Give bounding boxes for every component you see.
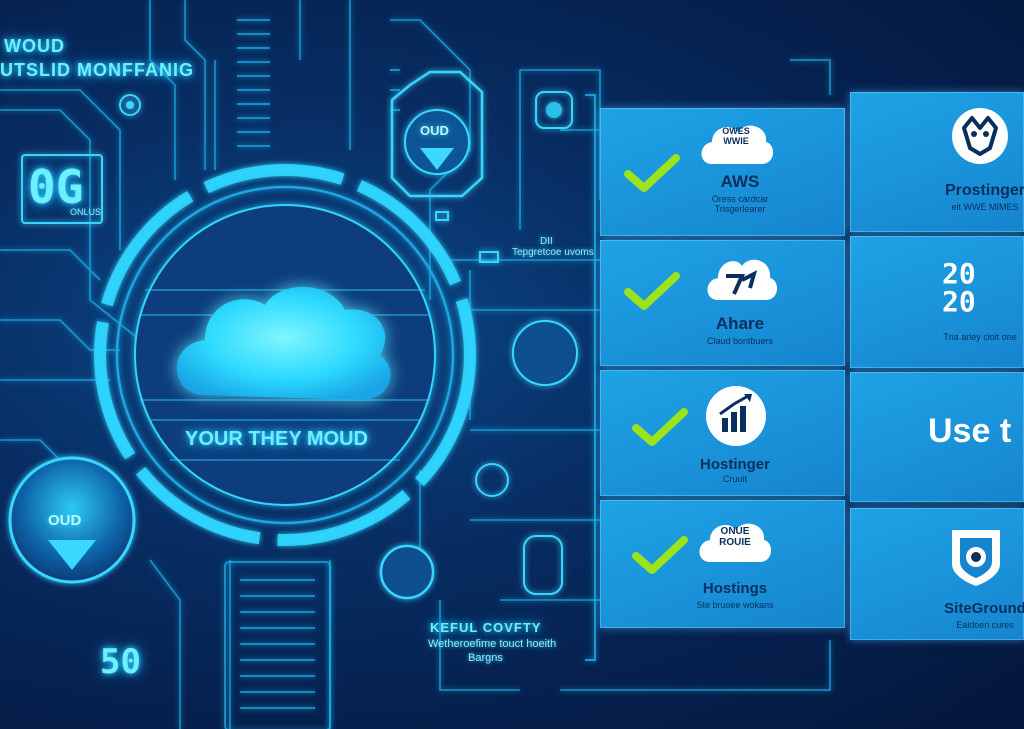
provider-subtitle: eit WWE MIMES bbox=[951, 202, 1019, 212]
center-small-label-b: Tepgretcoe uvoms bbox=[512, 247, 594, 258]
provider-subtitle: Oress cardcar Trisgerlearer bbox=[711, 194, 769, 214]
center-small-label-a: DII bbox=[540, 236, 553, 247]
hostings-logo-text: ONUE ROUIE bbox=[719, 526, 751, 548]
cloud-logo-icon bbox=[701, 125, 774, 164]
checkmark-icon bbox=[632, 536, 688, 574]
provider-subtitle: Ste bruoee wokans bbox=[696, 600, 774, 610]
shield-logo-icon bbox=[952, 530, 1000, 586]
provider-name: Prostinger bbox=[944, 182, 1024, 199]
provider-name: AWS bbox=[720, 172, 760, 191]
top-badge-label: OUD bbox=[420, 123, 449, 138]
header-line-1: WOUD bbox=[4, 36, 65, 56]
checkmark-icon bbox=[632, 408, 688, 446]
bottom-title: KEFUL COVFTY bbox=[430, 620, 542, 635]
cloud-logo-icon bbox=[707, 259, 778, 300]
provider-tile-hostinger[interactable]: Hostinger Cruuit bbox=[600, 370, 845, 496]
provider-tile-use[interactable] bbox=[850, 372, 1024, 502]
provider-name: Ahare bbox=[715, 314, 765, 333]
provider-logo-text: 20 20 bbox=[942, 257, 976, 318]
cloud-logo-icon bbox=[699, 523, 772, 562]
provider-tile-aws[interactable]: OWES WWIE AWS Oress cardcar Trisgerleare… bbox=[600, 108, 845, 236]
provider-name: Hostings bbox=[702, 580, 768, 597]
lcd-display-top-caption: ONLUS bbox=[70, 207, 102, 217]
provider-subtitle: Tna arley cloit one bbox=[943, 332, 1017, 342]
provider-name: Hostinger bbox=[699, 456, 770, 473]
provider-subtitle: Ealdoen cures bbox=[956, 620, 1014, 630]
provider-tile-hostings[interactable]: ONUE ROUIE Hostings Ste bruoee wokans bbox=[600, 500, 845, 628]
provider-tile-siteground[interactable]: SiteGround Ealdoen cures bbox=[850, 508, 1024, 640]
header-line-2: UTSLID MONFFANIG bbox=[0, 60, 194, 80]
bottom-subtitle-2: Bargns bbox=[468, 652, 503, 664]
provider-name: SiteGround bbox=[944, 600, 1024, 617]
provider-subtitle: Cruuit bbox=[722, 474, 747, 484]
bottom-subtitle-1: Wetheroefime touct hoeith bbox=[428, 638, 557, 650]
lcd-display-bottom: 50 bbox=[100, 642, 141, 682]
provider-tile-ahare[interactable]: Ahare Claud bontbuers bbox=[600, 240, 845, 366]
use-text: Use t bbox=[928, 412, 1012, 450]
provider-tile-2020[interactable]: 20 20 Tna arley cloit one bbox=[850, 236, 1024, 368]
checkmark-icon bbox=[624, 154, 680, 192]
center-title: YOUR THEY MOUD bbox=[185, 428, 368, 450]
aws-logo-text: OWES WWIE bbox=[722, 126, 750, 146]
provider-tile-prostinger[interactable]: Prostinger eit WWE MIMES bbox=[850, 92, 1024, 232]
lcd-display-top: 0G bbox=[28, 160, 84, 214]
fox-logo-icon bbox=[952, 108, 1008, 164]
growth-chart-icon bbox=[706, 386, 766, 446]
checkmark-icon bbox=[624, 272, 680, 310]
provider-subtitle: Claud bontbuers bbox=[706, 336, 774, 346]
orb-badge-label: OUD bbox=[48, 512, 82, 529]
